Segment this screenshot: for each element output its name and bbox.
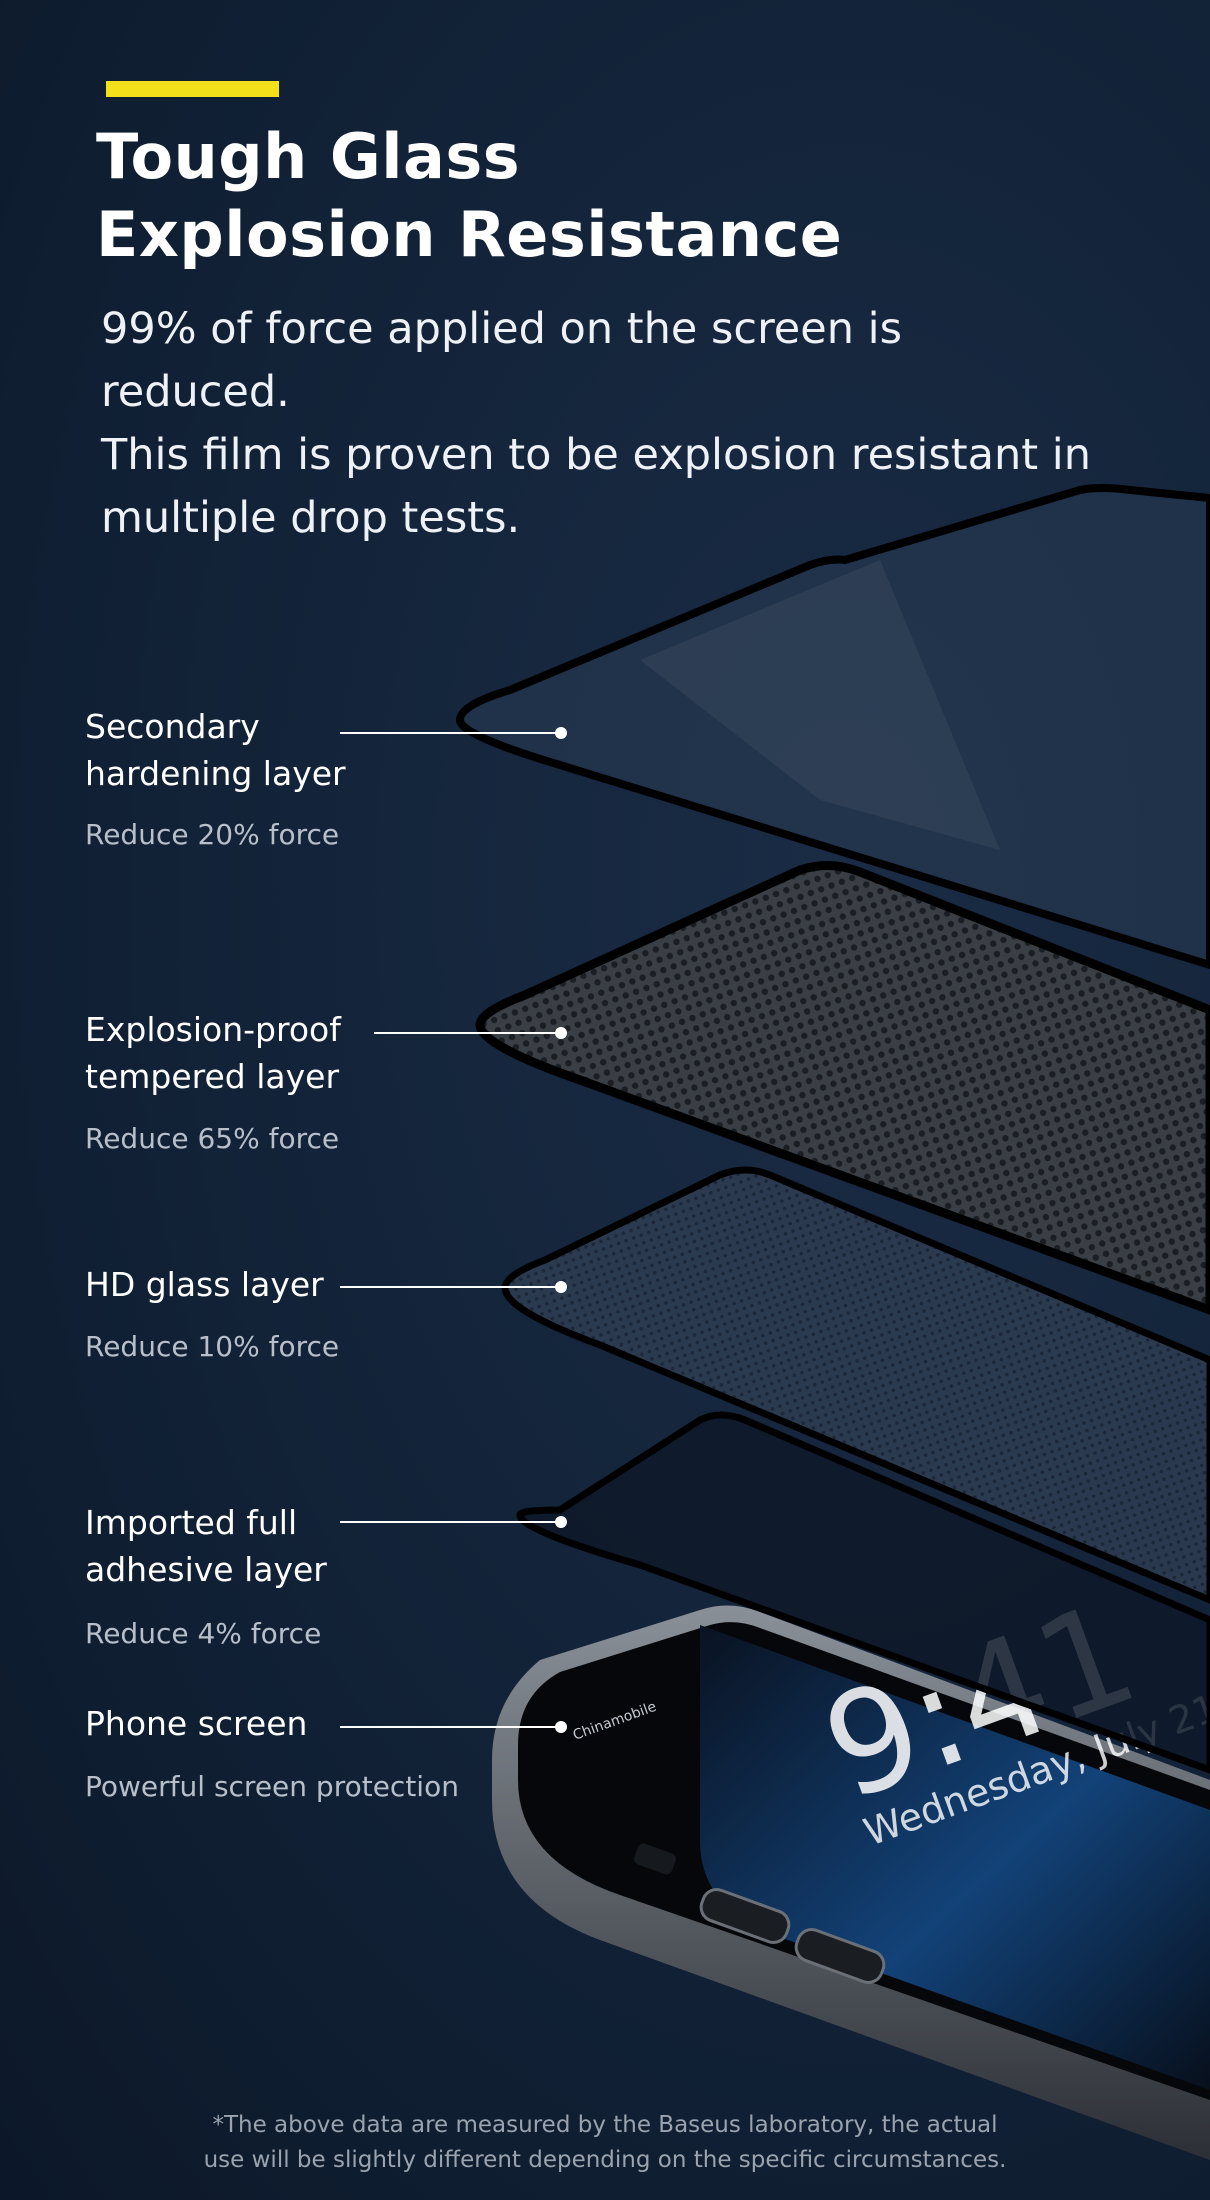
layer-3-title-line-1: HD glass layer — [85, 1265, 324, 1304]
subtitle-line-1: 99% of force applied on the screen is re… — [101, 304, 902, 417]
phone-body — [492, 1605, 1210, 2160]
title-line-2: Explosion Resistance — [96, 198, 843, 271]
connector-dot — [555, 1721, 567, 1733]
layer-4-title: Imported full adhesive layer — [85, 1499, 327, 1593]
adhesive-layer — [516, 1411, 1210, 1774]
connector-dot — [555, 727, 567, 739]
title-line-1: Tough Glass — [96, 120, 521, 193]
layer-2-title-line-1: Explosion-proof — [85, 1010, 341, 1049]
footnote-line-2: use will be slightly different depending… — [203, 2147, 1007, 2173]
layer-1-detail: Reduce 20% force — [85, 818, 340, 851]
footnote: *The above data are measured by the Base… — [0, 2108, 1210, 2178]
layer-2-detail: Reduce 65% force — [85, 1122, 340, 1155]
footnote-line-1: *The above data are measured by the Base… — [212, 2112, 998, 2138]
layer-4-title-line-2: adhesive layer — [85, 1550, 327, 1589]
layer-1-title: Secondary hardening layer — [85, 703, 346, 797]
explosion-proof-layer — [475, 861, 1210, 1315]
layer-2-title-line-2: tempered layer — [85, 1057, 340, 1096]
accent-bar — [106, 81, 279, 97]
connector-lines — [340, 732, 560, 1728]
connector-dot — [555, 1281, 567, 1293]
layer-5-title-line-1: Phone screen — [85, 1704, 308, 1743]
layer-4-title-line-1: Imported full — [85, 1503, 298, 1542]
connector-dot — [555, 1516, 567, 1528]
layer-2-title: Explosion-proof tempered layer — [85, 1006, 341, 1100]
connector-dot — [555, 1027, 567, 1039]
layer-1-title-line-1: Secondary — [85, 707, 260, 746]
subtitle-line-2: This film is proven to be explosion resi… — [101, 430, 1091, 480]
layer-5-detail: Powerful screen protection — [85, 1770, 459, 1803]
layer-3-detail: Reduce 10% force — [85, 1330, 340, 1363]
layer-5-title: Phone screen — [85, 1700, 307, 1747]
hd-glass-layer — [501, 1166, 1210, 1604]
layer-4-detail: Reduce 4% force — [85, 1617, 322, 1650]
secondary-hardening-layer — [455, 484, 1210, 970]
subtitle-line-3: multiple drop tests. — [101, 493, 521, 543]
page-title: Tough Glass Explosion Resistance — [96, 118, 842, 274]
layer-1-title-line-2: hardening layer — [85, 754, 346, 793]
layer-3-title: HD glass layer — [85, 1261, 324, 1308]
page-subtitle: 99% of force applied on the screen is re… — [101, 298, 1101, 550]
